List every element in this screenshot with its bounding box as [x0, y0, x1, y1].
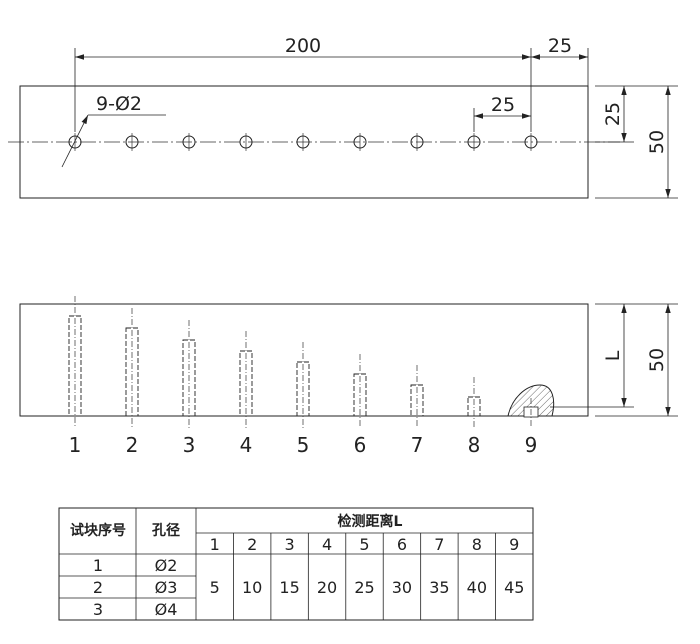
side-hole-7	[410, 384, 424, 417]
header-hole-dia: 孔径	[152, 522, 180, 539]
hole-number-3: 3	[183, 433, 196, 457]
dim-depth-L-label: L	[602, 350, 624, 361]
hole-number-1: 1	[69, 433, 82, 457]
dimension-half-height: 25	[595, 85, 634, 143]
distance-index-8: 8	[472, 535, 482, 554]
distance-index-1: 1	[210, 535, 220, 554]
distance-index-3: 3	[285, 535, 295, 554]
side-view: L 50 1 2 3 4 5 6 7 8 9	[19, 296, 678, 457]
distance-index-2: 2	[247, 535, 257, 554]
distance-index-6: 6	[397, 535, 407, 554]
distance-value-1: 5	[210, 578, 220, 597]
dimension-depth-L: L	[550, 303, 634, 408]
hole-callout-label: 9-Ø2	[96, 93, 142, 115]
hole-number-8: 8	[468, 433, 481, 457]
distance-value-8: 40	[467, 578, 487, 597]
distance-value-4: 20	[317, 578, 337, 597]
side-view-holes	[68, 296, 481, 428]
distance-index-7: 7	[434, 535, 444, 554]
dimension-height-side: 50	[595, 303, 678, 417]
dimension-200: 200	[74, 35, 532, 132]
hole-number-9: 9	[525, 433, 538, 457]
distance-index-4: 4	[322, 535, 332, 554]
distance-value-3: 15	[279, 578, 299, 597]
header-block-no: 试块序号	[70, 522, 126, 539]
side-hole-4	[239, 350, 253, 417]
header-distance: 检测距离L	[338, 513, 403, 530]
side-hole-6	[353, 373, 367, 417]
distance-value-9: 45	[504, 578, 524, 597]
hole-number-4: 4	[240, 433, 253, 457]
dimension-end-offset: 25	[531, 35, 589, 86]
dim-height-side-label: 50	[646, 348, 668, 372]
hole-number-6: 6	[354, 433, 367, 457]
hole-callout: 9-Ø2	[61, 93, 166, 168]
distance-value-2: 10	[242, 578, 262, 597]
row-3-dia: Ø4	[155, 600, 178, 619]
distance-value-5: 25	[354, 578, 374, 597]
distance-value-6: 30	[392, 578, 412, 597]
hole-number-7: 7	[411, 433, 424, 457]
row-3-no: 3	[93, 600, 103, 619]
top-view-holes	[68, 133, 538, 151]
side-view-block-outline	[19, 303, 589, 417]
dimension-height-top: 50	[595, 85, 678, 199]
dim-end-offset-label: 25	[548, 35, 572, 57]
row-2-dia: Ø3	[155, 578, 178, 597]
hole-number-5: 5	[297, 433, 310, 457]
distance-index-9: 9	[509, 535, 519, 554]
dim-height-top-label: 50	[646, 130, 668, 154]
side-hole-9-section	[507, 384, 555, 428]
dim-pitch-label: 25	[491, 94, 515, 116]
dimension-pitch: 25	[473, 94, 531, 132]
row-1-no: 1	[93, 556, 103, 575]
dim-half-height-label: 25	[602, 102, 624, 126]
distance-index-5: 5	[359, 535, 369, 554]
top-view: 200 25 25 9-Ø2 25	[8, 35, 678, 199]
row-1-dia: Ø2	[155, 556, 178, 575]
hole-number-2: 2	[126, 433, 139, 457]
distance-value-7: 35	[429, 578, 449, 597]
dim-200-label: 200	[285, 35, 321, 57]
hole-number-labels: 1 2 3 4 5 6 7 8 9	[69, 433, 538, 457]
row-2-no: 2	[93, 578, 103, 597]
